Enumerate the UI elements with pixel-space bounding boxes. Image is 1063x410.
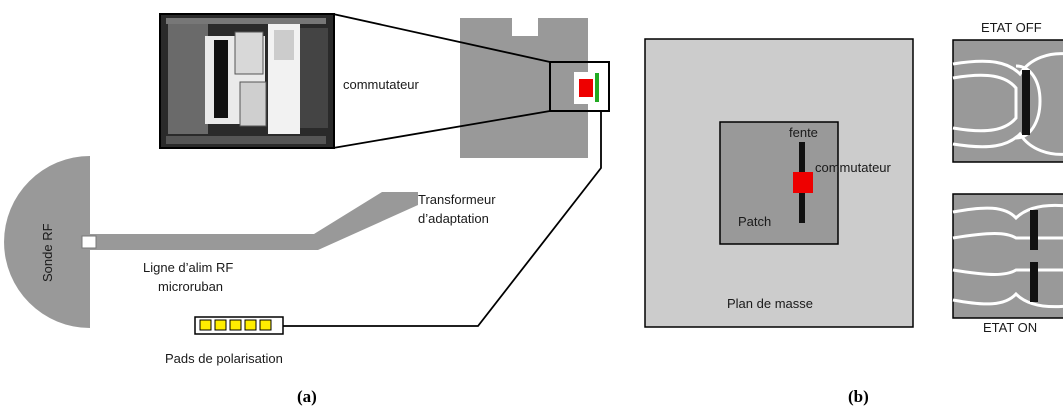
zoom-frame	[549, 61, 610, 112]
state-on-panel	[952, 193, 1063, 319]
label-sonde-rf: Sonde RF	[40, 223, 55, 282]
rf-probe	[4, 156, 90, 328]
label-transformeur-2: d’adaptation	[418, 211, 489, 226]
zoom-line-top	[332, 13, 551, 63]
label-transformeur-1: Transformeur	[418, 192, 496, 207]
zoom-line-bottom	[332, 110, 551, 149]
label-fente: fente	[789, 125, 818, 140]
bias-line-green	[595, 73, 599, 102]
patch	[719, 121, 839, 245]
bias-pads	[194, 316, 284, 335]
rf-probe-slot	[81, 235, 97, 249]
caption-a: (a)	[297, 387, 317, 406]
label-pads: Pads de polarisation	[165, 351, 283, 366]
switch-b	[793, 172, 813, 193]
switch-red-block	[579, 79, 593, 97]
bias-wire	[283, 111, 602, 327]
label-ligne-1: Ligne d’alim RF	[143, 260, 233, 275]
label-patch: Patch	[738, 214, 771, 229]
label-commutateur-a: commutateur	[343, 77, 420, 92]
label-etat-off: ETAT OFF	[981, 20, 1042, 35]
state-off-panel	[952, 39, 1063, 163]
transformer-block	[460, 18, 588, 158]
label-ligne-2: microruban	[158, 279, 223, 294]
microstrip-line	[80, 192, 418, 250]
switch-photo	[159, 13, 335, 149]
caption-b: (b)	[848, 387, 869, 406]
label-plan-masse: Plan de masse	[727, 296, 813, 311]
label-commutateur-b: commutateur	[815, 160, 892, 175]
label-etat-on: ETAT ON	[983, 320, 1037, 335]
